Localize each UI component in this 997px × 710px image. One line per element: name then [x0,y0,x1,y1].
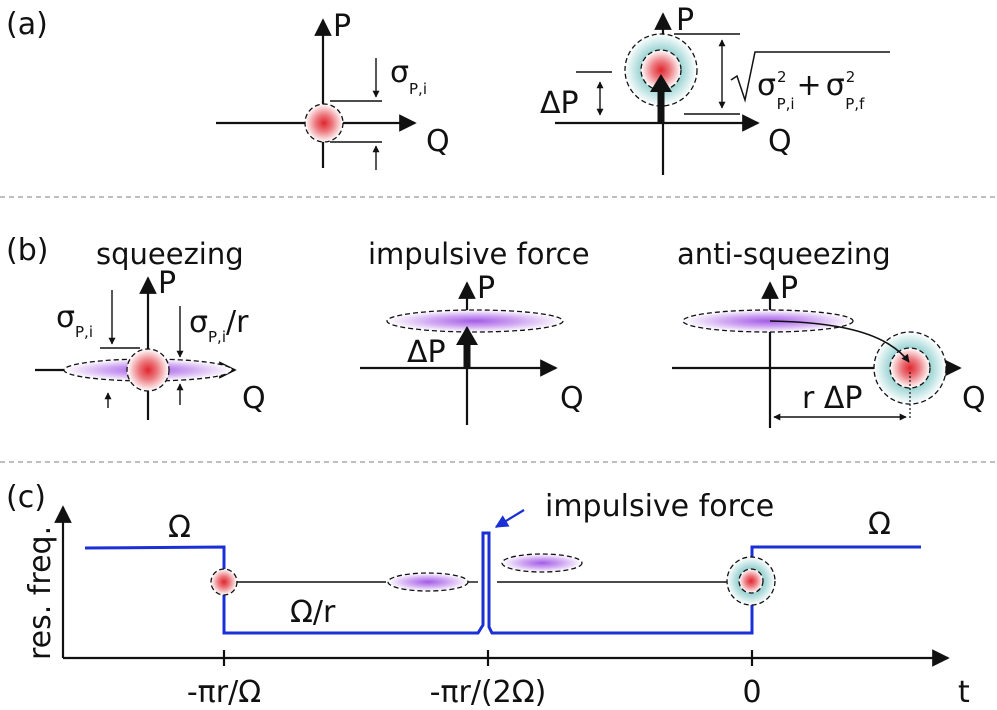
q-axis-label: Q [242,381,266,416]
anti-squeezing-title: anti-squeezing [677,237,891,271]
omega-label-right: Ω [868,507,891,542]
impulse-pointer-arrow [494,509,525,528]
initial-state-circle [210,568,238,596]
final-state-circle [738,568,764,594]
delta-p-label: ΔP [407,335,446,370]
tick-label: 0 [742,675,761,710]
panel-b-label: (b) [6,233,48,268]
panel-c: (c) res. freq. t -πr/Ω -πr/(2Ω) 0 impuls… [6,480,970,710]
p-axis-label: P [676,3,694,38]
final-state-circle [640,49,682,91]
initial-state-circle [126,348,170,392]
tick-label: -πr/Ω [187,675,261,710]
impulse-arrow-head [650,74,672,92]
squeezing-diagram: squeezing P Q σP,i σP,i/r [35,237,266,420]
p-axis-label: P [780,271,798,306]
p-axis-label: P [158,266,176,301]
q-axis-label: Q [962,381,986,416]
initial-state-circle [304,103,344,143]
anti-squeezing-diagram: anti-squeezing P Q r ΔP [672,237,986,428]
impulsive-force-diagram: impulsive force P Q ΔP [360,237,590,425]
sqrt-sign [730,51,890,103]
panel-a: (a) P Q σP,i P Q ΔP [6,3,890,175]
r-delta-p-label: r ΔP [802,381,862,416]
impulsive-force-title: impulsive force [368,237,590,271]
impulse-annotation: impulsive force [545,489,774,524]
x-axis-label: t [958,675,970,710]
resonance-frequency-line [84,531,921,635]
displaced-ellipse [682,309,854,333]
impulse-arrow-head [456,326,478,345]
squeezed-ellipse [387,572,469,592]
panel-a-label: (a) [6,7,48,42]
panel-b: (b) squeezing P Q σP,i σP,i/r impulsive … [6,233,986,428]
q-axis-label: Q [768,124,792,159]
tick-label: -πr/(2Ω) [430,675,547,710]
squeezing-title: squeezing [96,237,244,271]
y-axis-label: res. freq. [23,526,58,660]
displaced-ellipse [386,309,564,333]
rotation-trajectory-arrow [769,320,910,363]
delta-p-label: ΔP [540,86,579,121]
sigma-p-i-over-r-label: σP,i/r [189,305,249,346]
q-axis-label: Q [560,381,584,416]
q-axis-label: Q [426,124,450,159]
sigma-p-i-label: σP,i [56,300,93,341]
p-axis-label: P [333,9,351,44]
omega-over-r-label: Ω/r [290,595,336,630]
final-state-circle [889,347,931,389]
displaced-ellipse [501,553,583,573]
panel-c-label: (c) [6,480,46,515]
p-axis-label: P [477,271,495,306]
panel-a-initial-state-diagram: P Q σP,i [216,9,450,170]
omega-label-left: Ω [168,510,191,545]
sigma-p-i-label: σP,i [390,55,427,98]
